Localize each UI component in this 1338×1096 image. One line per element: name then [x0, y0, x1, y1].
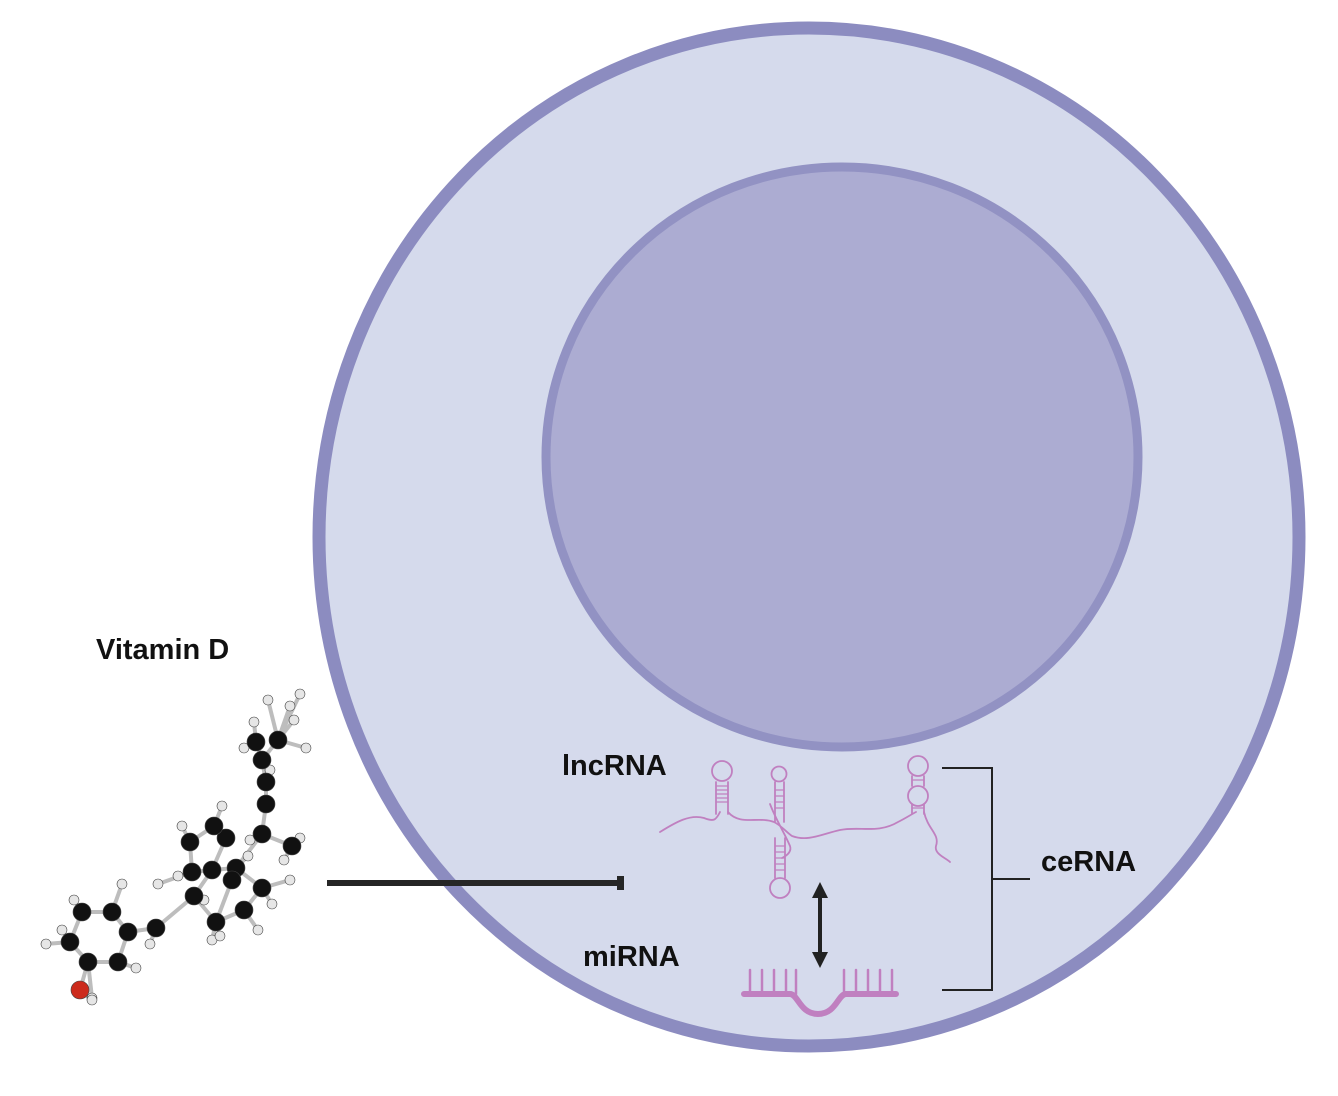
carbon-atom — [252, 750, 272, 770]
nucleus — [541, 162, 1143, 752]
inhibition-arrow — [327, 876, 624, 890]
hydrogen-atom — [116, 878, 128, 890]
lncrna-label: lncRNA — [562, 750, 667, 782]
hydrogen-atom — [284, 700, 296, 712]
interaction-double-arrow — [812, 882, 828, 968]
carbon-atom — [206, 912, 226, 932]
hydrogen-atom — [242, 850, 254, 862]
hydrogen-atom — [68, 894, 80, 906]
cerna-bracket — [942, 767, 1030, 991]
hydrogen-atom — [262, 694, 274, 706]
hydrogen-atom — [130, 962, 142, 974]
hydrogen-atom — [172, 870, 184, 882]
hydrogen-atom — [252, 924, 264, 936]
cerna-label: ceRNA — [1041, 846, 1137, 878]
hydrogen-atom — [152, 878, 164, 890]
carbon-atom — [118, 922, 138, 942]
carbon-atom — [268, 730, 288, 750]
lncrna-structure — [659, 755, 951, 899]
carbon-atom — [146, 918, 166, 938]
carbon-atom — [72, 902, 92, 922]
hydrogen-atom — [294, 688, 306, 700]
carbon-atom — [282, 836, 302, 856]
carbon-atom — [204, 816, 224, 836]
hydrogen-atom — [214, 930, 226, 942]
hydrogen-atom — [284, 874, 296, 886]
oxygen-atom — [70, 980, 90, 1000]
carbon-atom — [182, 862, 202, 882]
vitamin-d-molecule-icon — [40, 688, 312, 1006]
mirna-label: miRNA — [583, 941, 680, 973]
carbon-atom — [252, 878, 272, 898]
mirna-structure — [741, 968, 899, 1018]
carbon-atom — [184, 886, 204, 906]
hydrogen-atom — [278, 854, 290, 866]
hydrogen-atom — [216, 800, 228, 812]
carbon-atom — [216, 828, 236, 848]
carbon-atom — [222, 870, 242, 890]
hydrogen-atom — [86, 994, 98, 1006]
carbon-atom — [234, 900, 254, 920]
carbon-atom — [202, 860, 222, 880]
carbon-atom — [180, 832, 200, 852]
carbon-atom — [102, 902, 122, 922]
hydrogen-atom — [144, 938, 156, 950]
hydrogen-atom — [176, 820, 188, 832]
carbon-atom — [78, 952, 98, 972]
carbon-atom — [108, 952, 128, 972]
hydrogen-atom — [266, 898, 278, 910]
carbon-atom — [60, 932, 80, 952]
hydrogen-atom — [248, 716, 260, 728]
hydrogen-atom — [300, 742, 312, 754]
carbon-atom — [252, 824, 272, 844]
vitamin-d-label: Vitamin D — [96, 634, 230, 666]
carbon-atom — [246, 732, 266, 752]
carbon-atom — [256, 772, 276, 792]
hydrogen-atom — [40, 938, 52, 950]
carbon-atom — [256, 794, 276, 814]
hydrogen-atom — [56, 924, 68, 936]
hydrogen-atom — [288, 714, 300, 726]
